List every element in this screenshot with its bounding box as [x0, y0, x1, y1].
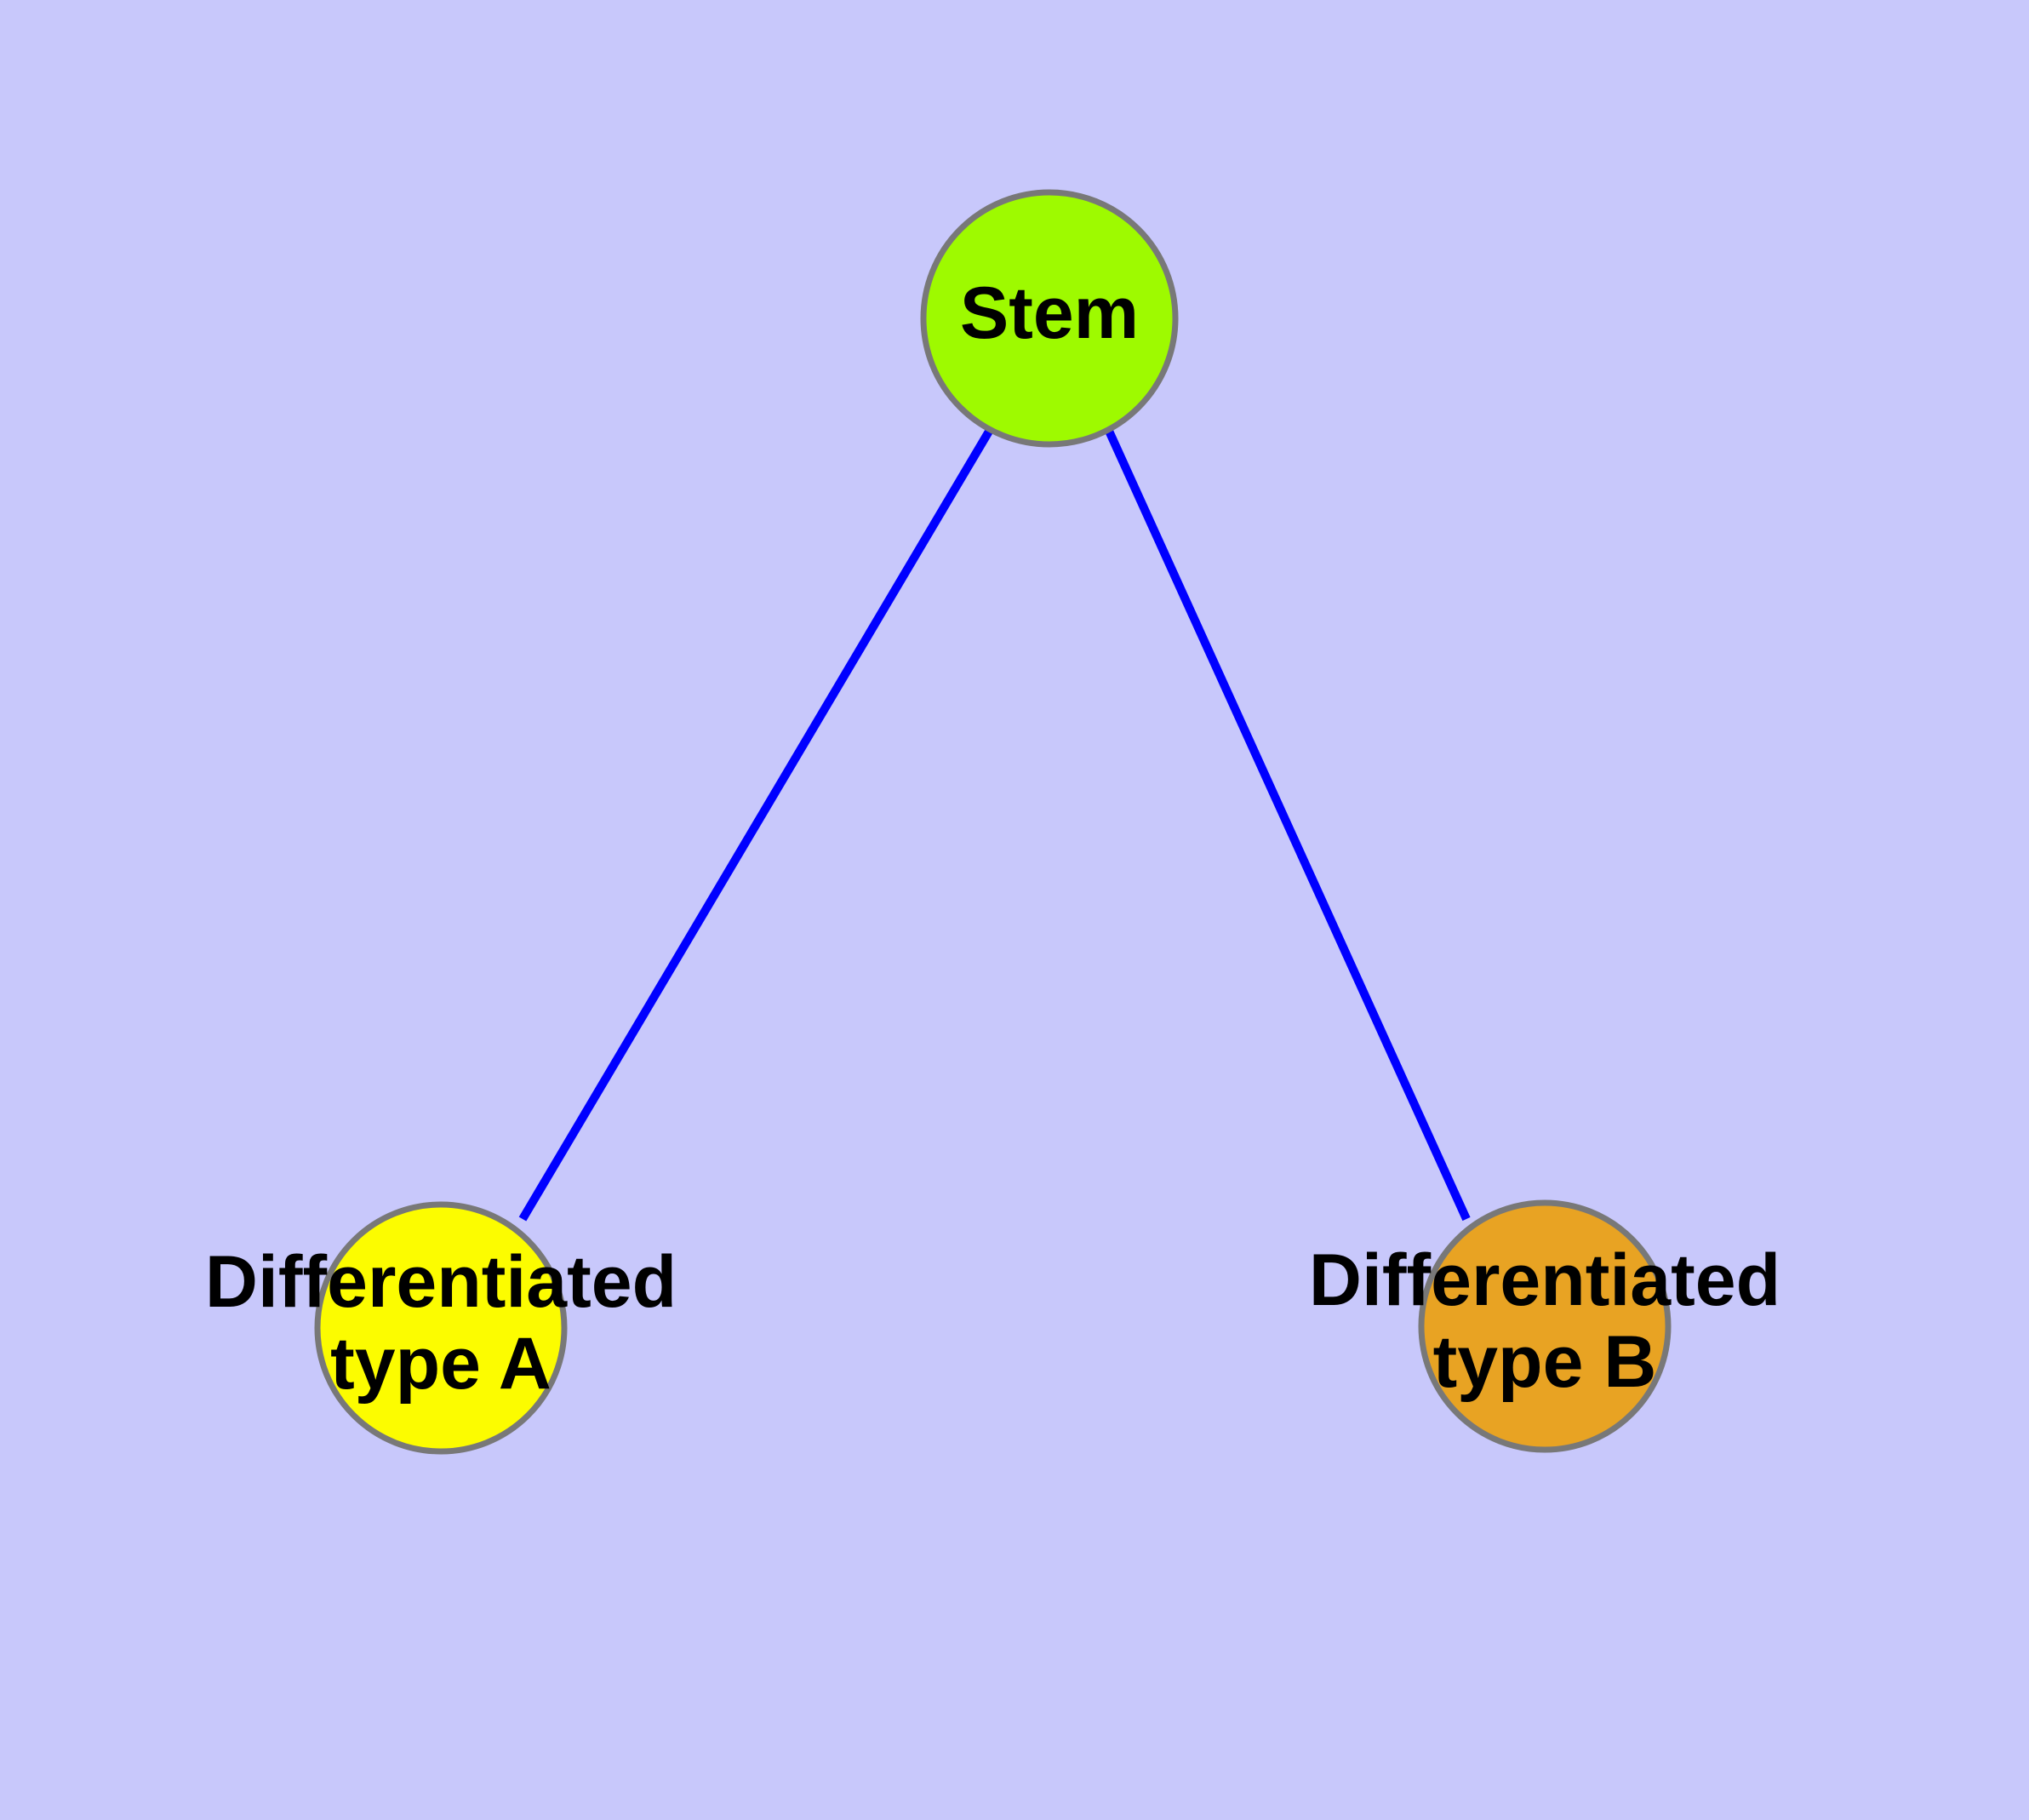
- edges-group: [518, 426, 1471, 1222]
- node-stem-label: Stem: [960, 272, 1139, 354]
- node-differentiated-type-b-circle[interactable]: [1418, 1199, 1672, 1453]
- node-stem[interactable]: Stem: [920, 189, 1179, 448]
- node-differentiated-type-a-circle[interactable]: [314, 1201, 568, 1455]
- edge-stem-to-differentiated-type-a[interactable]: [518, 427, 994, 1222]
- node-stem-circle[interactable]: [920, 189, 1179, 448]
- edge-stem-to-differentiated-type-b[interactable]: [1104, 426, 1471, 1222]
